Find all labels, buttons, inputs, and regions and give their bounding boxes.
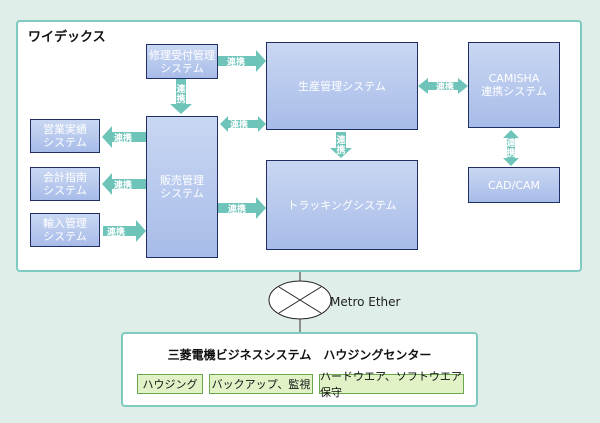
link-label-vertical: 携 bbox=[176, 93, 185, 105]
arrow-import-to-sales bbox=[103, 220, 146, 242]
datacenter-panel: 三菱電機ビジネスシステム ハウジングセンター ハウジング バックアップ、監視 ハ… bbox=[121, 332, 478, 407]
production-system-box: 生産管理システム bbox=[266, 42, 418, 130]
link-label: 連携 bbox=[436, 81, 454, 93]
organization-title: ワイデックス bbox=[28, 30, 106, 45]
accounting-system-box: 会計指南システム bbox=[30, 167, 100, 201]
sales-system-box: 販売管理システム bbox=[146, 116, 218, 258]
arrow-sales-to-accounting bbox=[102, 173, 146, 195]
arrow-production-to-tracking bbox=[330, 132, 352, 158]
sales-results-system-box: 営業実績システム bbox=[30, 119, 100, 153]
link-label-vertical: 連 bbox=[506, 137, 516, 149]
datacenter-title: 三菱電機ビジネスシステム ハウジングセンター bbox=[167, 348, 432, 362]
link-label-vertical: 携 bbox=[506, 147, 515, 159]
link-label-vertical: 携 bbox=[336, 144, 345, 156]
link-label: 連携 bbox=[114, 132, 132, 144]
arrow-repair-to-production bbox=[218, 50, 266, 72]
link-label-vertical: 連 bbox=[176, 83, 186, 95]
repair-system-box: 修理受付管理システム bbox=[146, 44, 218, 79]
link-label-vertical: 連 bbox=[336, 134, 346, 146]
link-label: 連携 bbox=[230, 119, 248, 131]
arrow-production-camisha bbox=[418, 78, 468, 94]
tracking-system-box: トラッキングシステム bbox=[266, 160, 418, 250]
link-label: 連携 bbox=[107, 226, 125, 238]
service-backup: バックアップ、監視 bbox=[209, 374, 313, 394]
import-system-box: 輸入管理システム bbox=[30, 213, 100, 247]
service-maintenance: ハードウエア、ソフトウエア保守 bbox=[319, 370, 464, 399]
arrow-sales-production bbox=[220, 116, 266, 132]
network-hub-icon bbox=[268, 280, 332, 320]
link-label: 連携 bbox=[227, 56, 245, 68]
service-housing: ハウジング bbox=[137, 374, 203, 394]
link-label: 連携 bbox=[114, 179, 132, 191]
arrow-sales-to-tracking bbox=[218, 197, 266, 219]
arrow-sales-to-results bbox=[102, 126, 146, 148]
arrow-repair-to-sales bbox=[170, 79, 192, 114]
network-label: Metro Ether bbox=[330, 295, 401, 309]
link-label: 連携 bbox=[228, 203, 246, 215]
arrow-camisha-cadcam bbox=[503, 130, 519, 166]
cadcam-system-box: CAD/CAM bbox=[468, 167, 560, 203]
